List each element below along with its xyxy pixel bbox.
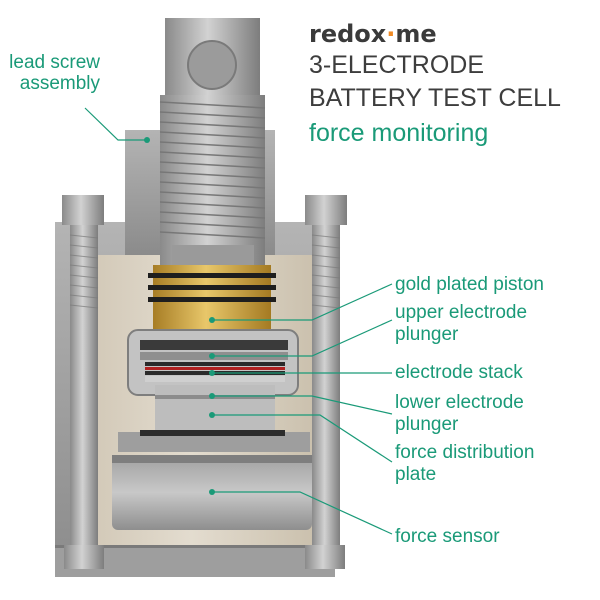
lead-screw [160,95,265,265]
leader-lead-screw [84,107,147,141]
label-electrode-stack: electrode stack [395,362,523,383]
title-line-2: BATTERY TEST CELL [309,84,561,112]
leader-gold-piston [212,283,393,321]
leader-force-sensor [212,491,393,535]
title-line-1: 3-ELECTRODE [309,51,484,79]
label-force-plate-line1: force distribution [395,442,534,463]
subtitle: force monitoring [309,119,488,147]
label-force-plate-line2: plate [395,464,436,485]
gold-piston [148,265,276,335]
leader-upper-plunger [212,319,393,357]
lead-screw-assembly [125,18,275,265]
label-lower-plunger-line1: lower electrode [395,392,524,413]
leader-lines [84,107,393,535]
brand-logo: redox·me [309,20,437,48]
screw-threads [159,101,266,239]
label-upper-plunger-line1: upper electrode [395,302,527,323]
label-lead-screw-line2: assembly [20,73,101,94]
leader-force-plate [212,414,393,463]
label-upper-plunger-line2: plunger [395,324,459,345]
label-lead-screw-line1: lead screw [9,52,100,73]
leader-lower-plunger [212,395,393,415]
lower-plunger [155,385,275,433]
label-lower-plunger-line2: plunger [395,414,459,435]
tie-bolt-right [305,195,347,569]
label-gold-piston: gold plated piston [395,274,544,295]
force-distribution-plate [118,430,310,452]
electrode-stack [145,362,285,382]
tie-bolt-left [62,195,104,569]
label-force-sensor: force sensor [395,526,500,547]
